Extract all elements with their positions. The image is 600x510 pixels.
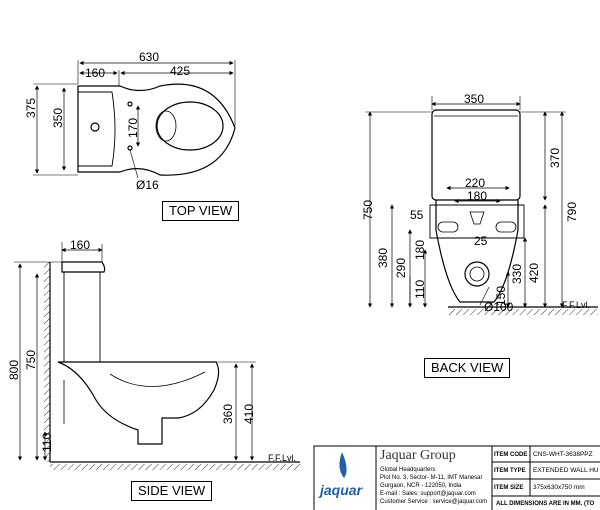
title-block-frame (313, 445, 600, 510)
dim-overall-width: 375 (24, 97, 38, 118)
company-name: Jaquar Group (380, 448, 456, 463)
dim-back-total-height-lid: 790 (565, 201, 579, 222)
address-line: Gurgaon, NCR - 122050, India (380, 483, 462, 489)
dim-outlet-height-b: 330 (510, 263, 524, 284)
item-code-label: ITEM CODE (494, 452, 528, 458)
address-line: E-mail : Sales: support@jaquar.com (380, 491, 476, 497)
dim-side-bowl-height-b: 410 (242, 403, 256, 424)
side-floor-label: F.F.Lvl. (268, 453, 297, 463)
item-type-label: ITEM TYPE (494, 468, 526, 474)
back-view-drawing (365, 96, 598, 308)
back-floor-label: F.F.Lvl. (562, 300, 591, 310)
dim-tank-width: 350 (51, 107, 65, 128)
dim-back-total-height: 750 (361, 199, 375, 220)
side-view-drawing (14, 242, 300, 463)
item-size-value: 375x630x750 mm (533, 484, 585, 491)
dim-fixing-height-a: 290 (394, 257, 408, 278)
top-view-drawing (33, 60, 236, 179)
back-view-label: BACK VIEW (424, 358, 511, 378)
top-view-label: TOP VIEW (162, 201, 240, 221)
jaquar-logo-icon (339, 452, 347, 478)
dim-side-body-height: 750 (24, 349, 38, 370)
dim-pan-height: 380 (376, 247, 390, 268)
item-size-label: ITEM SIZE (494, 485, 524, 491)
dim-side-tank-depth: 160 (70, 238, 91, 252)
side-wall-hatch (44, 262, 50, 462)
item-type-value: EXTENDED WALL HU (533, 467, 599, 474)
dimensions-note: ALL DIMENSIONS ARE IN MM. (TO (496, 501, 595, 507)
dim-inlet-spacing-inner: 180 (467, 189, 488, 203)
dim-side-bowl-height-a: 360 (221, 403, 235, 424)
dim-fixing-spacing: 170 (126, 117, 140, 138)
brand-logo-text: jaquar (320, 482, 363, 498)
dim-bowl-length: 425 (170, 64, 191, 78)
dim-back-tank-width: 350 (464, 92, 485, 106)
dim-outlet-center: 110 (413, 279, 427, 299)
side-view-label: SIDE VIEW (131, 481, 213, 501)
back-floor-hatch (448, 309, 598, 315)
dim-fixing-height-b: 180 (413, 239, 427, 260)
dim-fixing-hole: Ø16 (136, 178, 159, 192)
address-line: Customer Service : service@jaquar.com (380, 499, 488, 505)
dim-inlet-hole: 25 (474, 234, 488, 248)
dim-overall-length: 630 (139, 50, 160, 64)
dim-side-total-height: 800 (7, 359, 21, 380)
side-floor-hatch (50, 464, 300, 470)
dim-back-tank-height: 370 (548, 147, 562, 168)
dim-side-outlet-height: 110 (40, 432, 54, 452)
dim-outlet-height-a: 420 (527, 262, 541, 283)
address-line: Global Headquarters (380, 467, 436, 473)
dim-tank-depth: 160 (85, 66, 106, 80)
item-code-value: CNS-WHT-3638PPZ (533, 451, 593, 458)
dim-inlet-spacing-outer: 220 (465, 176, 486, 190)
dim-inlet-height: 55 (410, 208, 424, 222)
address-line: Plot No. 3, Sector- M-11, IMT Manesar (380, 475, 483, 481)
dim-outlet-diameter: Ø100 (484, 300, 514, 314)
